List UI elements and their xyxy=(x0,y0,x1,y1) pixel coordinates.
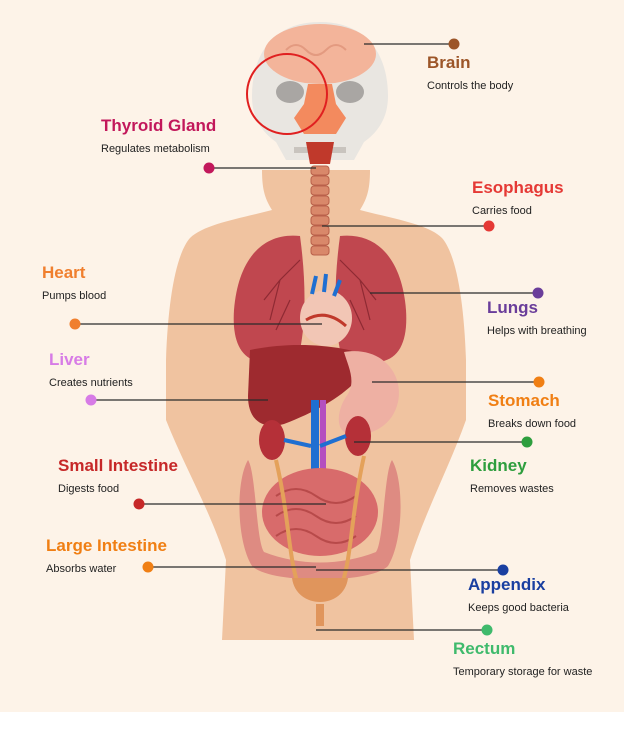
dot-esophagus xyxy=(484,221,495,232)
label-desc: Breaks down food xyxy=(488,417,576,431)
label-desc: Removes wastes xyxy=(470,482,554,496)
label-small-intestine: Small Intestine Digests food xyxy=(58,456,178,496)
label-thyroid: Thyroid Gland Regulates metabolism xyxy=(101,116,216,156)
dot-heart xyxy=(70,319,81,330)
dot-lungs xyxy=(533,288,544,299)
label-title: Heart xyxy=(42,263,106,283)
label-desc: Temporary storage for waste xyxy=(453,665,603,679)
label-brain: Brain Controls the body xyxy=(427,53,513,93)
label-desc: Digests food xyxy=(58,482,178,496)
label-title: Kidney xyxy=(470,456,554,476)
dot-thyroid xyxy=(204,163,215,174)
thyroid-shape xyxy=(306,142,334,164)
label-desc: Regulates metabolism xyxy=(101,142,216,156)
label-title: Rectum xyxy=(453,639,603,659)
label-title: Lungs xyxy=(487,298,587,318)
dot-appendix xyxy=(498,565,509,576)
kidney-left xyxy=(259,420,285,460)
label-liver: Liver Creates nutrients xyxy=(49,350,133,390)
label-title: Esophagus xyxy=(472,178,564,198)
label-kidney: Kidney Removes wastes xyxy=(470,456,554,496)
label-title: Thyroid Gland xyxy=(101,116,216,136)
label-title: Liver xyxy=(49,350,133,370)
label-heart: Heart Pumps blood xyxy=(42,263,106,303)
label-desc: Creates nutrients xyxy=(49,376,133,390)
dot-kidney xyxy=(522,437,533,448)
label-appendix: Appendix Keeps good bacteria xyxy=(468,575,569,615)
label-title: Small Intestine xyxy=(58,456,178,476)
dot-rectum xyxy=(482,625,493,636)
label-desc: Keeps good bacteria xyxy=(468,601,569,615)
dot-small-intestine xyxy=(134,499,145,510)
eye-socket-right xyxy=(336,81,364,103)
label-large-intestine: Large Intestine Absorbs water xyxy=(46,536,167,576)
dot-liver xyxy=(86,395,97,406)
label-rectum: Rectum Temporary storage for waste xyxy=(453,639,603,679)
label-stomach: Stomach Breaks down food xyxy=(488,391,576,431)
label-lungs: Lungs Helps with breathing xyxy=(487,298,587,338)
label-desc: Helps with breathing xyxy=(487,324,587,338)
dot-brain xyxy=(449,39,460,50)
label-title: Brain xyxy=(427,53,513,73)
label-desc: Absorbs water xyxy=(46,562,167,576)
label-desc: Pumps blood xyxy=(42,289,106,303)
label-desc: Controls the body xyxy=(427,79,513,93)
label-title: Large Intestine xyxy=(46,536,167,556)
dot-stomach xyxy=(534,377,545,388)
trachea xyxy=(311,166,329,255)
eye-socket-left xyxy=(276,81,304,103)
kidney-right xyxy=(345,416,371,456)
label-title: Stomach xyxy=(488,391,576,411)
label-desc: Carries food xyxy=(472,204,564,218)
label-title: Appendix xyxy=(468,575,569,595)
label-esophagus: Esophagus Carries food xyxy=(472,178,564,218)
